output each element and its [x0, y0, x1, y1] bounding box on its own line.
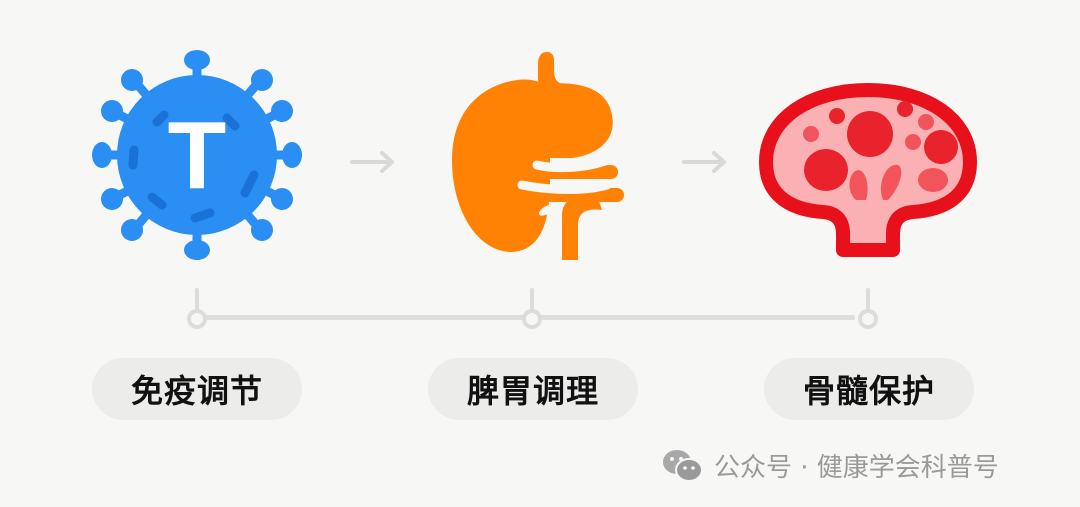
watermark: 公众号 · 健康学会科普号 [662, 447, 999, 484]
watermark-text: 公众号 · 健康学会科普号 [714, 453, 999, 483]
connector-vertical [866, 288, 870, 313]
svg-text:T: T [168, 102, 227, 209]
step-label-marrow: 骨髓保护 [764, 358, 974, 420]
connector-vertical [530, 288, 534, 313]
stomach-spleen-icon [452, 52, 624, 260]
arrow-right-icon [350, 151, 394, 173]
step-label-text: 脾胃调理 [466, 372, 599, 410]
connector-node [187, 309, 207, 329]
connector-vertical [195, 288, 199, 313]
wechat-icon [663, 449, 703, 482]
step-label-text: 免疫调节 [130, 372, 263, 410]
step-label-digestive: 脾胃调理 [428, 358, 638, 420]
step-label-text: 骨髓保护 [802, 372, 935, 410]
connector-node [522, 309, 542, 329]
connector-node [858, 309, 878, 329]
step-label-immune: 免疫调节 [92, 358, 302, 420]
arrow-right-icon [682, 151, 726, 173]
bone-marrow-icon [759, 83, 977, 257]
t-cell-virus-icon: T [92, 50, 302, 260]
